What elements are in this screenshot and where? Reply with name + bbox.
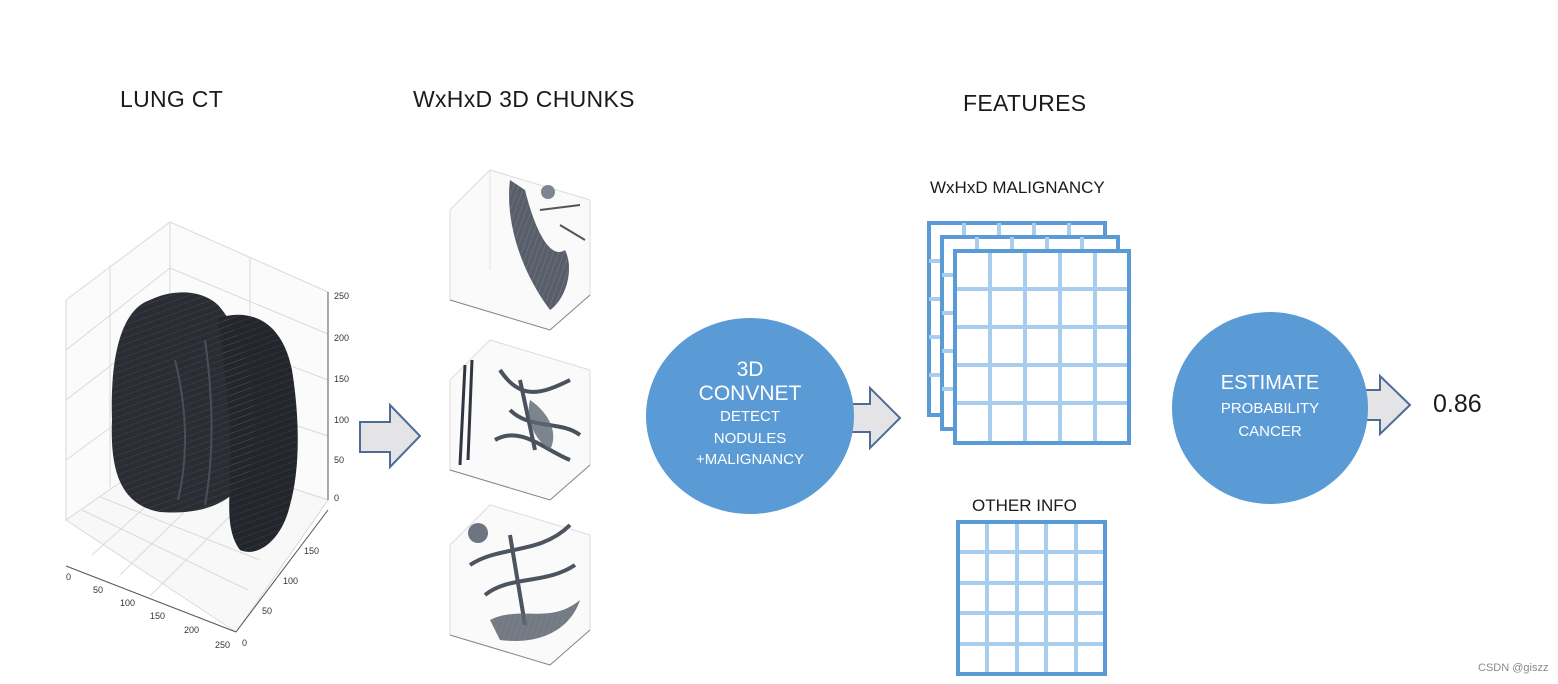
- lung-z-tick-label: 50: [334, 455, 345, 465]
- lung-x-tick-label: 100: [120, 598, 136, 608]
- lung-z-tick-label: 200: [334, 333, 350, 343]
- convnet-line-3: DETECT: [720, 408, 780, 426]
- lung-y-tick-label: 50: [262, 606, 273, 616]
- chunk-3: [449, 504, 591, 666]
- lung-z-tick-label: 150: [334, 374, 350, 384]
- estimate-node: [1172, 312, 1368, 504]
- lung-volume: [111, 292, 298, 552]
- chunk-2: [449, 339, 591, 501]
- lung-z-tick-label: 250: [334, 291, 350, 301]
- lung-x-tick-label: 0: [66, 572, 72, 582]
- lung-z-tick-label: 100: [334, 415, 350, 425]
- convnet-line-5: +MALIGNANCY: [696, 450, 804, 468]
- other-info-label: OTHER INFO: [972, 496, 1077, 515]
- lung-z-tick-label: 0: [334, 493, 340, 503]
- chunks-heading: WxHxD 3D CHUNKS: [413, 86, 635, 112]
- output-probability: 0.86: [1433, 390, 1482, 418]
- lung-x-tick-label: 200: [184, 625, 200, 635]
- chunk-1: [449, 169, 591, 331]
- estimate-line-3: CANCER: [1238, 423, 1302, 441]
- lung-ct-heading: LUNG CT: [120, 86, 224, 112]
- lung-x-tick-label: 250: [215, 640, 231, 650]
- estimate-line-1: ESTIMATE: [1220, 372, 1320, 394]
- lung-x-axis: [65, 565, 237, 633]
- watermark: CSDN @giszz: [1478, 662, 1549, 674]
- lung-x-tick-label: 50: [93, 585, 104, 595]
- convnet-node: [646, 318, 854, 514]
- malignancy-grid-front: [953, 249, 1131, 445]
- convnet-line-4: NODULES: [713, 429, 787, 447]
- estimate-label: ESTIMATE PROBABILITY CANCER: [1180, 372, 1360, 441]
- other-info-grid: [956, 520, 1107, 676]
- lung-x-tick-label: 150: [150, 611, 166, 621]
- convnet-line-2: CONVNET: [698, 382, 802, 406]
- lung-y-tick-label: 100: [283, 576, 299, 586]
- lung-ct-plot: [65, 221, 329, 633]
- estimate-line-2: PROBABILITY: [1220, 400, 1320, 417]
- malignancy-grid-stack: [927, 221, 1131, 445]
- convnet-line-1: 3D: [736, 358, 764, 381]
- convnet-label: 3D CONVNET DETECT NODULES +MALIGNANCY: [660, 358, 840, 468]
- lung-y-axis: [235, 509, 329, 633]
- lung-y-tick-label: 150: [304, 546, 320, 556]
- features-heading: FEATURES: [963, 90, 1087, 116]
- lung-y-tick-label: 0: [242, 638, 248, 648]
- malignancy-label: WxHxD MALIGNANCY: [930, 178, 1105, 197]
- arrow-ct-to-chunks: [359, 402, 422, 470]
